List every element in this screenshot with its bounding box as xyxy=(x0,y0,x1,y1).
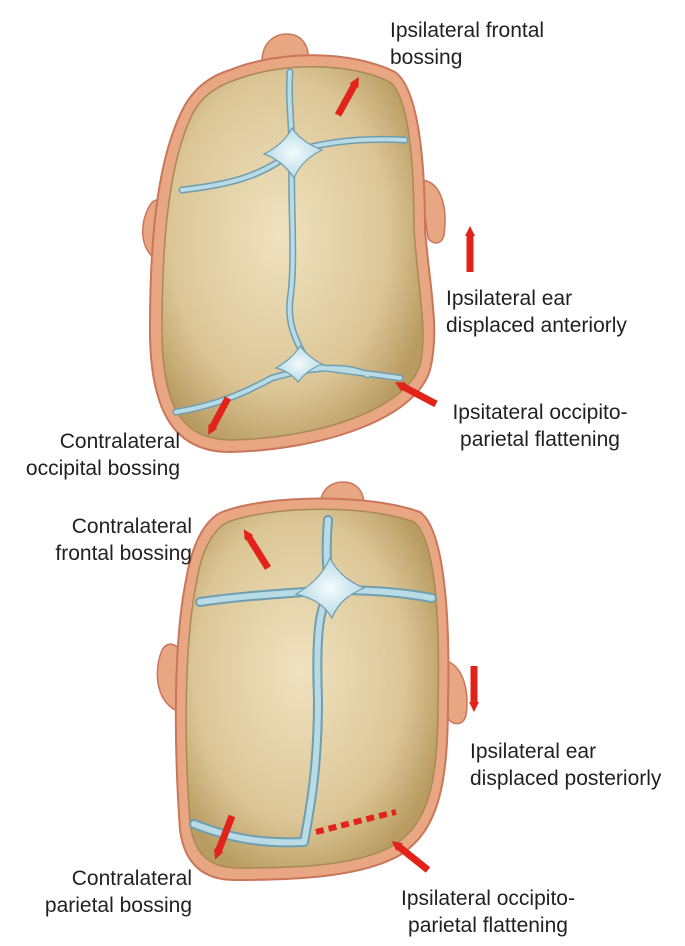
label-top-ear: Ipsilateral ear displaced anteriorly xyxy=(446,287,627,337)
arrow-top-frontal xyxy=(334,76,359,117)
arrow-top-flattening xyxy=(394,382,438,408)
top-skull xyxy=(142,33,446,454)
bottom-anterior-fontanelle xyxy=(294,556,366,620)
bottom-sutures xyxy=(189,515,437,848)
arrow-top-occipital xyxy=(208,396,232,436)
arrow-bottom-parietal xyxy=(214,814,236,860)
label-top-frontal: Ipsilateral frontal bossing xyxy=(390,19,545,69)
dashed-flattening-line xyxy=(315,809,397,835)
label-bottom-parietal: Contralateral parietal bossing xyxy=(44,867,192,917)
bottom-arrows xyxy=(214,529,479,873)
label-top-occipital: Contralateral occipital bossing xyxy=(25,430,180,480)
arrow-bottom-flattening xyxy=(391,841,431,873)
arrow-bottom-frontal xyxy=(243,529,271,570)
top-ear-right xyxy=(419,179,446,244)
label-top-flattening: Ipsitateral occipito- parietal flattenin… xyxy=(452,401,628,451)
top-posterior-fontanelle xyxy=(274,344,324,383)
label-bottom-ear: Ipsilateral ear displaced posteriorly xyxy=(470,740,662,790)
top-anterior-fontanelle xyxy=(262,126,324,180)
top-arrows xyxy=(208,76,475,436)
label-bottom-frontal: Contralateral frontal bossing xyxy=(55,515,192,565)
bottom-skull xyxy=(156,481,468,882)
label-bottom-flattening: Ipsilateral occipito- parietal flattenin… xyxy=(401,887,575,937)
top-sutures xyxy=(172,68,409,416)
